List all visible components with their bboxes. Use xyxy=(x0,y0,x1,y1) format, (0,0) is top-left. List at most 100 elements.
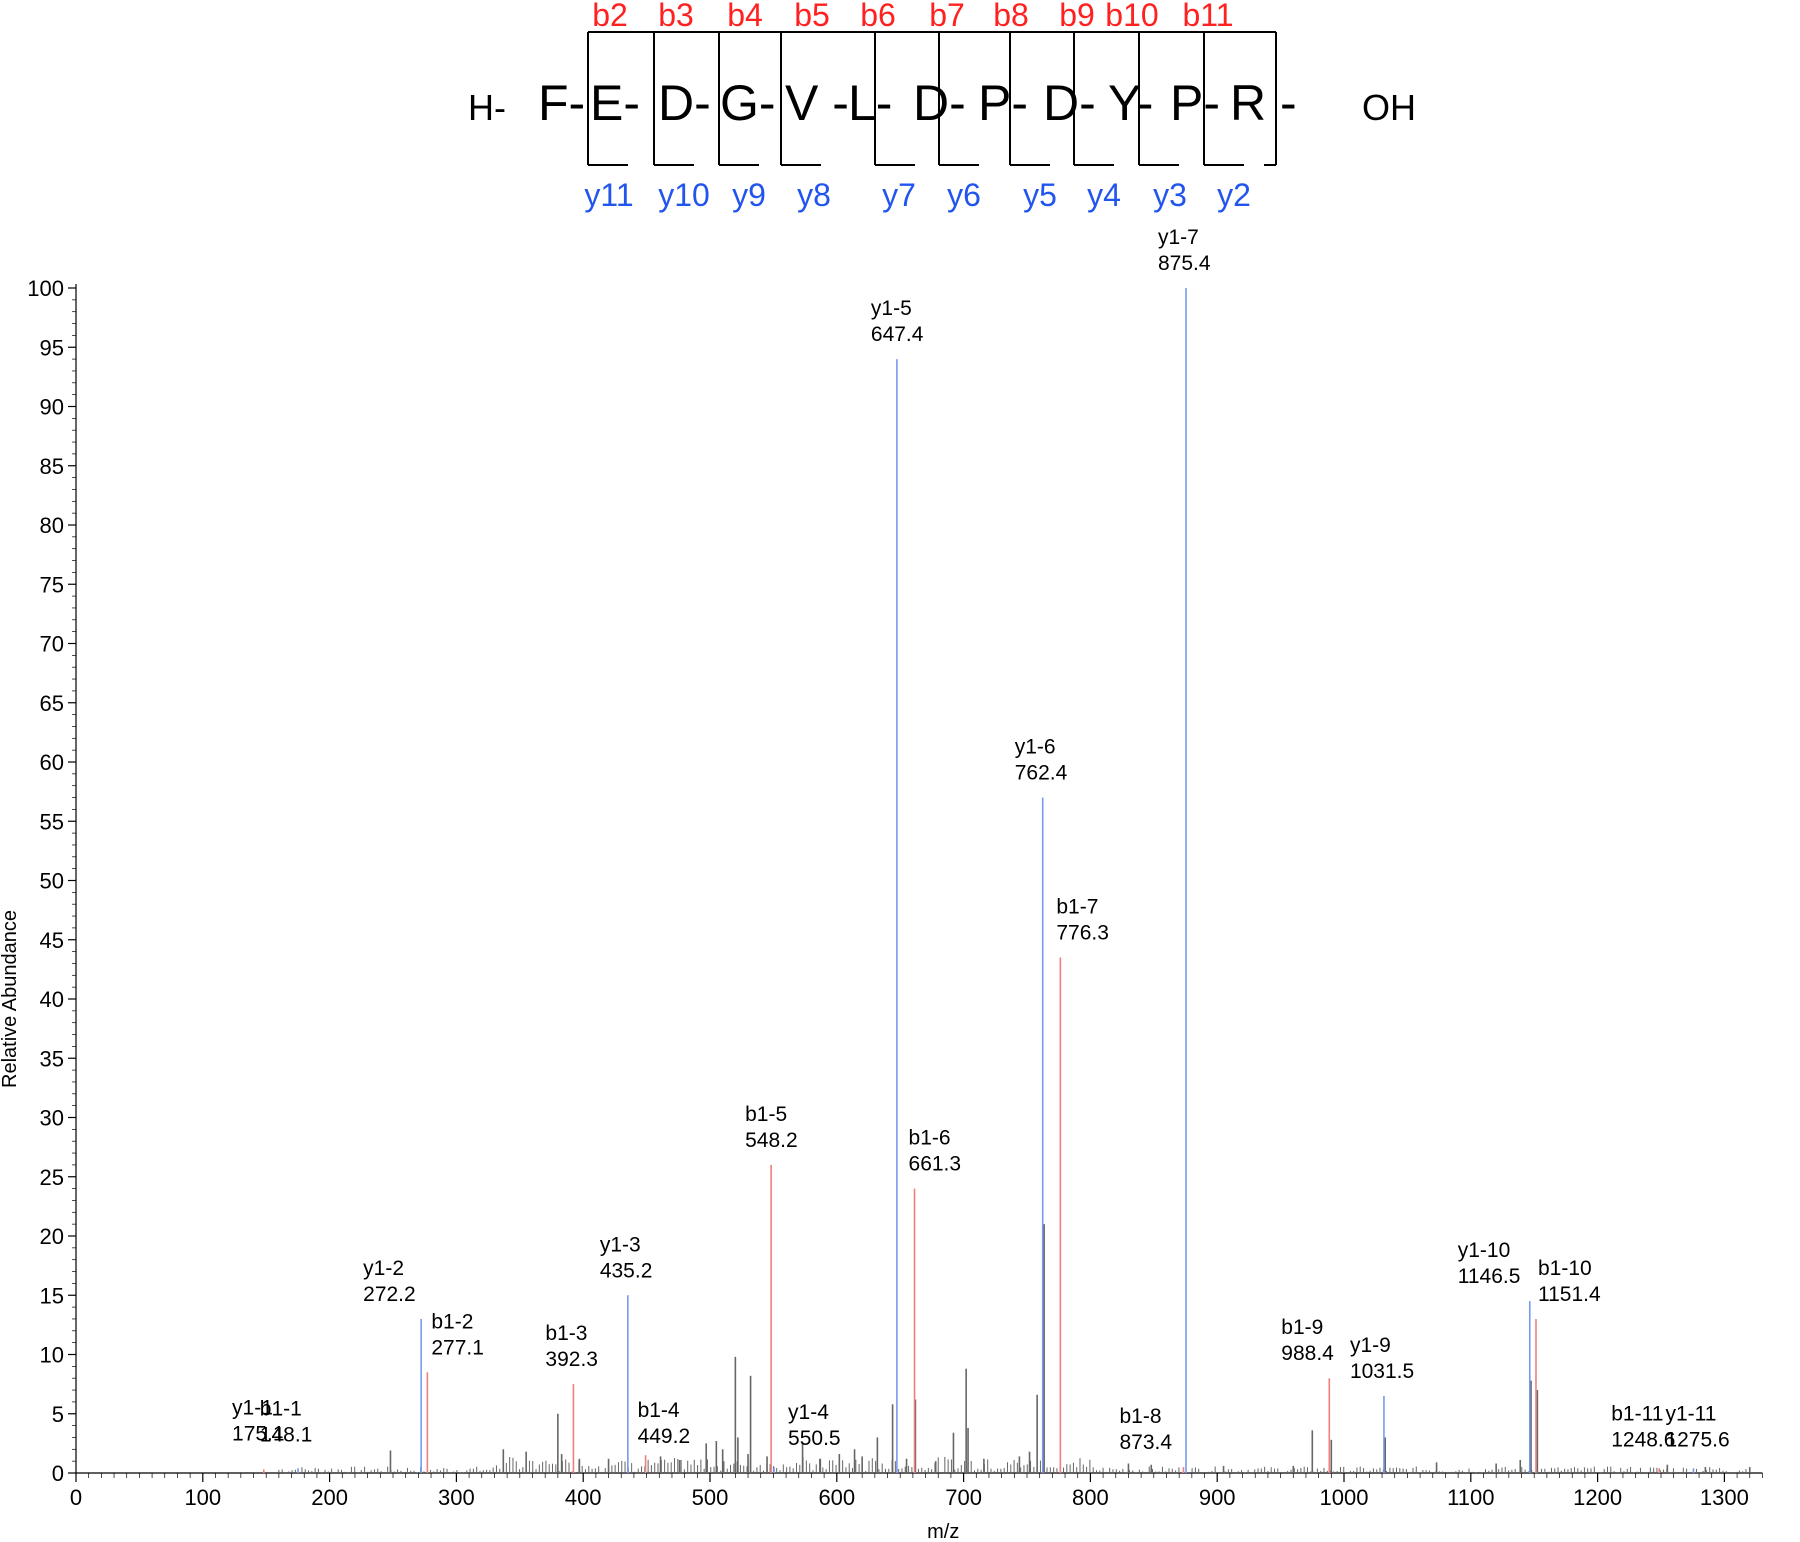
chart-axes: 0510152025303540455055606570758085909510… xyxy=(0,276,1763,1542)
y-tick-label: 60 xyxy=(40,750,64,775)
y-ion-label: y4 xyxy=(1087,177,1121,213)
x-tick-label: 500 xyxy=(692,1485,729,1510)
b-ion-label: b4 xyxy=(727,0,763,33)
peak-mz-label: 661.3 xyxy=(909,1153,962,1176)
peak-ion-label: b1-3 xyxy=(545,1322,587,1345)
y-ion-label: y6 xyxy=(947,177,981,213)
y-tick-label: 50 xyxy=(40,869,64,894)
peak-ion-label: y1-7 xyxy=(1158,226,1199,249)
x-tick-label: 600 xyxy=(818,1485,855,1510)
y-tick-label: 5 xyxy=(52,1402,64,1427)
x-tick-label: 1300 xyxy=(1700,1485,1749,1510)
peak-mz-label: 272.2 xyxy=(363,1283,416,1306)
peak-ion-label: y1-10 xyxy=(1458,1239,1511,1262)
peak-ion-label: b1-2 xyxy=(431,1310,473,1333)
annotated-peaks xyxy=(262,288,1695,1473)
b-ion-label: b9 xyxy=(1059,0,1095,33)
x-tick-label: 200 xyxy=(311,1485,348,1510)
y-ion-label: y11 xyxy=(584,177,633,213)
peak-ion-label: b1-5 xyxy=(745,1103,787,1126)
x-tick-label: 400 xyxy=(565,1485,602,1510)
y-ion-label: y9 xyxy=(732,177,766,213)
y-axis-title: Relative Abundance xyxy=(0,910,21,1088)
peak-ion-label: b1-8 xyxy=(1119,1405,1161,1428)
y-tick-label: 20 xyxy=(40,1224,64,1249)
x-tick-label: 0 xyxy=(70,1485,82,1510)
peak-mz-label: 1151.4 xyxy=(1538,1283,1601,1306)
peak-mz-label: 1031.5 xyxy=(1350,1360,1414,1383)
b-ion-label: b10 xyxy=(1105,0,1158,33)
y-tick-label: 15 xyxy=(40,1283,64,1308)
x-tick-label: 1200 xyxy=(1573,1485,1622,1510)
peak-mz-label: 988.4 xyxy=(1281,1342,1334,1365)
residue: L- xyxy=(848,75,892,131)
y-tick-label: 10 xyxy=(40,1343,64,1368)
peak-mz-label: 148.1 xyxy=(260,1423,313,1446)
y-tick-label: 30 xyxy=(40,1106,64,1131)
b-ion-label: b7 xyxy=(929,0,965,33)
background-peaks xyxy=(278,1224,1751,1473)
peak-ion-label: y1-3 xyxy=(600,1233,641,1256)
peak-ion-label: y1-4 xyxy=(788,1401,829,1424)
y-tick-label: 80 xyxy=(40,513,64,538)
peak-mz-label: 776.3 xyxy=(1056,922,1109,945)
residue: Y- xyxy=(1108,75,1153,131)
y-tick-label: 65 xyxy=(40,691,64,716)
residue: E- xyxy=(590,75,640,131)
peak-mz-label: 647.4 xyxy=(871,323,924,346)
x-tick-label: 100 xyxy=(184,1485,221,1510)
b-ion-label: b6 xyxy=(860,0,896,33)
b-ion-label: b2 xyxy=(592,0,628,33)
y-tick-label: 100 xyxy=(27,276,64,301)
y-tick-label: 0 xyxy=(52,1461,64,1486)
y-ion-label: y8 xyxy=(797,177,831,213)
peak-ion-label: b1-10 xyxy=(1538,1257,1592,1280)
peak-labels: b1-1 148.1 y1-1 175.1 y1-2 272.2 b1-2 277.1 b1-3… xyxy=(232,226,1730,1454)
peak-ion-label: b1-1 xyxy=(260,1397,302,1420)
y-ion-label: y10 xyxy=(658,177,710,213)
y-ion-label: y3 xyxy=(1153,177,1187,213)
y-tick-label: 40 xyxy=(40,987,64,1012)
x-tick-label: 700 xyxy=(945,1485,982,1510)
peak-mz-label: 1146.5 xyxy=(1458,1265,1521,1288)
peak-ion-label: y1-9 xyxy=(1350,1334,1391,1357)
peak-ion-label: b1-9 xyxy=(1281,1316,1323,1339)
x-tick-label: 1100 xyxy=(1447,1485,1494,1510)
peak-mz-label: 392.3 xyxy=(545,1348,598,1371)
y-tick-label: 95 xyxy=(40,335,64,360)
y-tick-label: 45 xyxy=(40,928,64,953)
peak-mz-label: 435.2 xyxy=(600,1259,653,1282)
residue: D- xyxy=(1043,75,1096,131)
y-ion-label: y2 xyxy=(1217,177,1251,213)
peak-ion-label: y1-2 xyxy=(363,1257,404,1280)
x-tick-label: 1000 xyxy=(1320,1485,1369,1510)
x-tick-label: 800 xyxy=(1072,1485,1109,1510)
b-ion-label: b5 xyxy=(794,0,830,33)
residue: V - xyxy=(785,75,849,131)
y-tick-label: 70 xyxy=(40,632,64,657)
residue: F- xyxy=(538,75,585,131)
peak-mz-label: 175.1 xyxy=(232,1422,285,1445)
y-tick-label: 90 xyxy=(40,395,64,420)
n-terminus: H- xyxy=(468,87,506,128)
peak-ion-label: b1-7 xyxy=(1056,896,1098,919)
peak-ion-label: y1-1 xyxy=(232,1396,273,1419)
peak-ion-label: b1-11 xyxy=(1611,1402,1663,1425)
peak-ion-label: b1-6 xyxy=(909,1127,951,1150)
peak-mz-label: 1248.6 xyxy=(1611,1428,1675,1451)
b-ion-label: b11 xyxy=(1182,0,1233,33)
peak-mz-label: 548.2 xyxy=(745,1129,798,1152)
residue: P- xyxy=(978,75,1028,131)
peak-mz-label: 277.1 xyxy=(431,1336,484,1359)
peak-mz-label: 449.2 xyxy=(638,1425,691,1448)
peak-ion-label: y1-11 xyxy=(1665,1402,1716,1425)
y-tick-label: 85 xyxy=(40,454,64,479)
peak-mz-label: 550.5 xyxy=(788,1427,841,1450)
peak-mz-label: 873.4 xyxy=(1119,1431,1172,1454)
residue: G- xyxy=(720,75,776,131)
b-ion-label: b8 xyxy=(993,0,1029,33)
peak-mz-label: 762.4 xyxy=(1015,762,1068,785)
y-ion-label: y5 xyxy=(1023,177,1057,213)
